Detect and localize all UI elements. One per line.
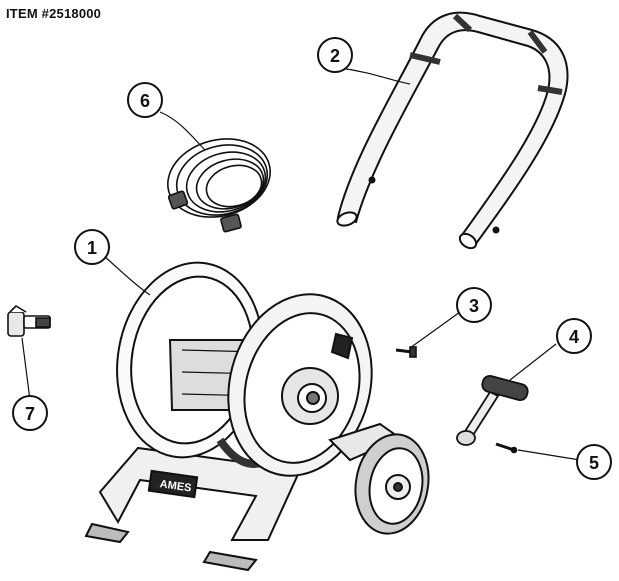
callout-6-label: 6: [140, 91, 150, 111]
part-7-elbow-fitting: [7, 304, 51, 337]
item-number: ITEM #2518000: [6, 6, 102, 21]
leader-6: [159, 111, 206, 151]
leader-5: [517, 449, 581, 461]
callout-5: 5: [576, 444, 612, 480]
callout-7-label: 7: [25, 404, 35, 424]
leader-2: [339, 67, 411, 85]
leader-3: [409, 311, 461, 349]
leader-1: [103, 255, 151, 296]
part-2-handle: [336, 11, 569, 250]
callout-1: 1: [74, 229, 110, 265]
part-3-screw: [395, 346, 417, 358]
callout-5-label: 5: [589, 453, 599, 473]
callout-3: 3: [456, 287, 492, 323]
part-6-leader-hose: [167, 138, 271, 233]
part-1-reel-body: AMES: [84, 261, 430, 572]
callout-leaders: [21, 67, 581, 461]
part-4-crank-handle: [456, 374, 529, 446]
callout-4: 4: [556, 318, 592, 354]
leader-7: [21, 337, 31, 401]
brand-label: AMES: [159, 478, 192, 494]
callout-2-label: 2: [330, 46, 340, 66]
callout-4-label: 4: [569, 327, 579, 347]
part-5-pin: [495, 442, 518, 454]
callout-2: 2: [317, 37, 353, 73]
callout-markers: 2 6 1 3 4 5 7: [12, 37, 612, 480]
leader-4: [509, 343, 557, 381]
callout-7: 7: [12, 395, 48, 431]
callout-3-label: 3: [469, 296, 479, 316]
callout-1-label: 1: [87, 238, 97, 258]
callout-6: 6: [127, 82, 163, 118]
